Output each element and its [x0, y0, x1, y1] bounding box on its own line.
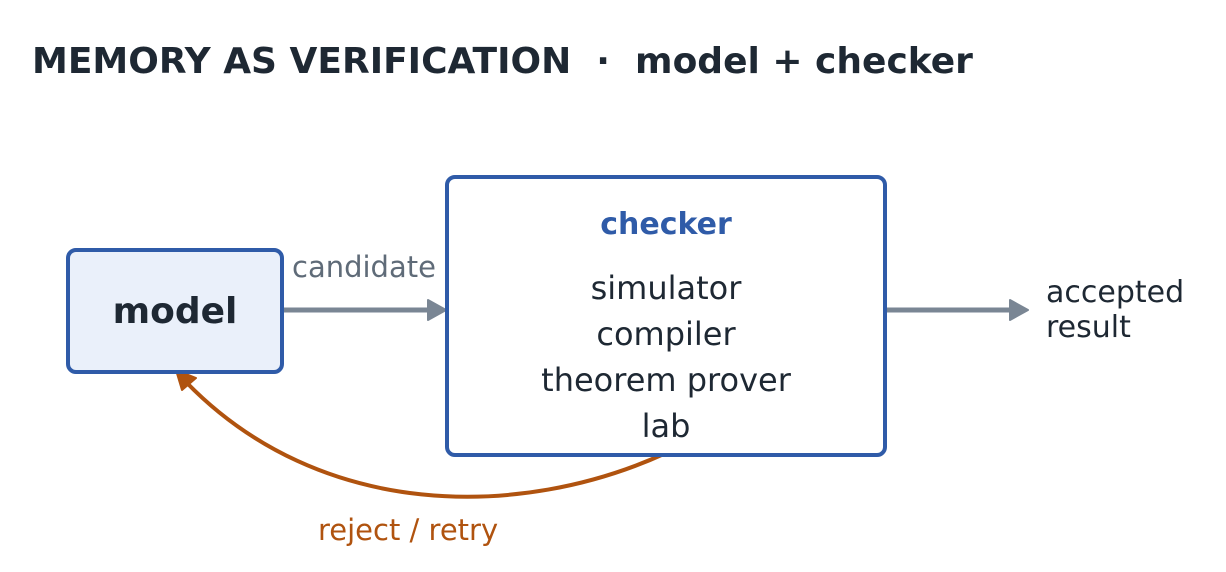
- retry-arrow: [175, 369, 667, 499]
- diagram-title: MEMORY AS VERIFICATION · model + checker: [32, 41, 973, 82]
- checker-item-lab: lab: [641, 407, 691, 445]
- checker-item-theorem-prover: theorem prover: [541, 361, 791, 399]
- accepted-arrow: [882, 299, 1029, 321]
- accepted-result-label: accepted result: [1046, 275, 1185, 345]
- reject-retry-label: reject / retry: [318, 513, 499, 547]
- checker-node: checker simulator compiler theorem prove…: [445, 175, 887, 457]
- checker-item-simulator: simulator: [590, 269, 742, 307]
- checker-title: checker: [600, 207, 732, 242]
- candidate-arrow: [280, 299, 447, 321]
- model-label: model: [112, 290, 238, 332]
- checker-item-compiler: compiler: [596, 315, 736, 353]
- candidate-label: candidate: [292, 250, 436, 284]
- model-node: model: [66, 248, 284, 374]
- checker-items-list: simulator compiler theorem prover lab: [449, 265, 883, 449]
